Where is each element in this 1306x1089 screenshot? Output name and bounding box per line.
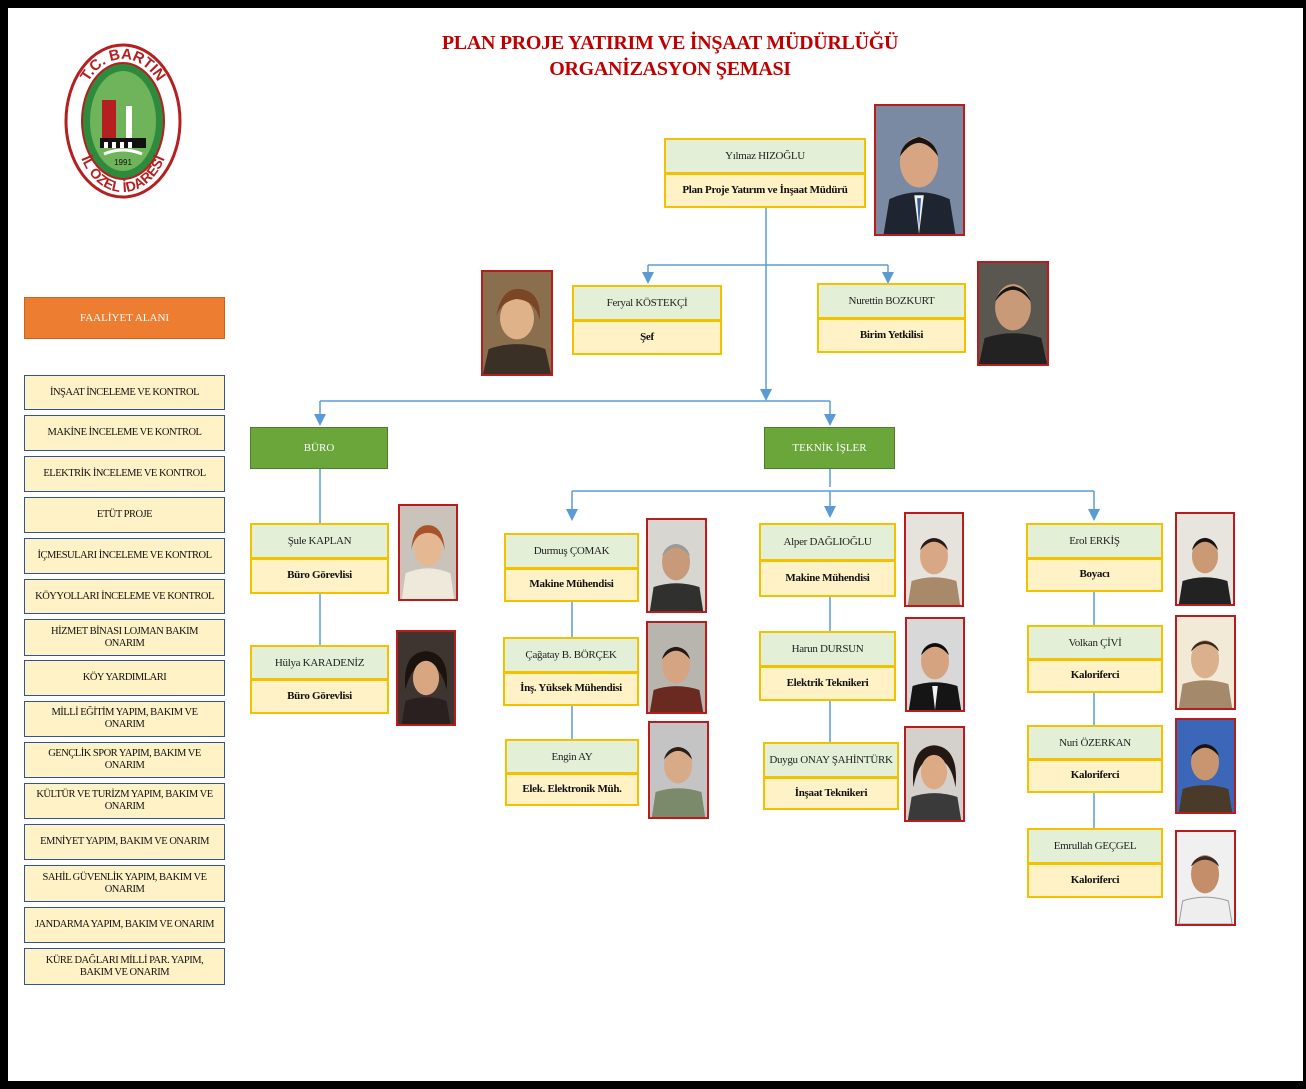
cagatay-box: Çağatay B. BÖRÇEK İnş. Yüksek Mühendisi (503, 637, 639, 706)
logo-year: 1991 (114, 158, 132, 167)
durmus-photo (646, 518, 707, 613)
nuri-photo (1175, 718, 1236, 814)
duygu-photo (904, 726, 965, 822)
faaliyet-item: JANDARMA YAPIM, BAKIM VE ONARIM (24, 907, 225, 943)
harun-name: Harun DURSUN (761, 633, 894, 665)
alper-photo (904, 512, 964, 607)
faaliyet-item: İNŞAAT İNCELEME VE KONTROL (24, 375, 225, 410)
dept-buro: BÜRO (250, 427, 388, 469)
durmus-name: Durmuş ÇOMAK (506, 535, 637, 567)
sule-box: Şule KAPLAN Büro Görevlisi (250, 523, 389, 594)
duygu-role: İnşaat Teknikeri (794, 786, 868, 799)
engin-name: Engin AY (507, 741, 637, 772)
harun-photo (905, 617, 965, 712)
erol-box: Erol ERKİŞ Boyacı (1026, 523, 1163, 592)
nurettin-name: Nurettin BOZKURT (819, 285, 964, 317)
hulya-name: Hülya KARADENİZ (252, 647, 387, 678)
hulya-role: Büro Görevlisi (287, 689, 352, 702)
hulya-box: Hülya KARADENİZ Büro Görevlisi (250, 645, 389, 714)
feryal-role: Şef (640, 330, 654, 343)
director-role: Plan Proje Yatırım ve İnşaat Müdürü (682, 183, 848, 196)
faaliyet-item: MAKİNE İNCELEME VE KONTROL (24, 415, 225, 451)
alper-name: Alper DAĞLIOĞLU (761, 525, 894, 559)
faaliyet-item: KÖYYOLLARI İNCELEME VE KONTROL (24, 579, 225, 614)
feryal-box: Feryal KÖSTEKÇİ Şef (572, 285, 722, 355)
engin-role: Elek. Elektronik Müh. (522, 782, 622, 795)
feryal-name: Feryal KÖSTEKÇİ (574, 287, 720, 319)
emrullah-name: Emrullah GEÇGEL (1029, 830, 1161, 862)
emrullah-photo (1175, 830, 1236, 926)
faaliyet-item: SAHİL GÜVENLİK YAPIM, BAKIM VE ONARIM (24, 865, 225, 902)
director-box: Yılmaz HIZOĞLU Plan Proje Yatırım ve İnş… (664, 138, 866, 208)
nuri-name: Nuri ÖZERKAN (1029, 727, 1161, 758)
nuri-role: Kaloriferci (1070, 769, 1120, 781)
durmus-box: Durmuş ÇOMAK Makine Mühendisi (504, 533, 639, 602)
faaliyet-item: İÇMESULARI İNCELEME VE KONTROL (24, 538, 225, 574)
erol-role: Boyacı (1079, 568, 1110, 580)
sule-name: Şule KAPLAN (252, 525, 387, 557)
faaliyet-header: FAALİYET ALANI (24, 297, 225, 339)
hulya-photo (396, 630, 456, 726)
nurettin-box: Nurettin BOZKURT Birim Yetkilisi (817, 283, 966, 353)
emrullah-role: Kaloriferci (1070, 873, 1120, 886)
title-line-1: PLAN PROJE YATIRIM VE İNŞAAT MÜDÜRLÜĞÜ (441, 32, 899, 54)
cagatay-name: Çağatay B. BÖRÇEK (505, 639, 637, 671)
director-photo (874, 104, 965, 236)
dept-teknik: TEKNİK İŞLER (764, 427, 895, 469)
sule-role: Büro Görevlisi (287, 569, 352, 581)
director-name: Yılmaz HIZOĞLU (666, 140, 864, 172)
faaliyet-item: KÜLTÜR VE TURİZM YAPIM, BAKIM VE ONARIM (24, 783, 225, 819)
emrullah-box: Emrullah GEÇGEL Kaloriferci (1027, 828, 1163, 898)
alper-box: Alper DAĞLIOĞLU Makine Mühendisi (759, 523, 896, 597)
nuri-box: Nuri ÖZERKAN Kaloriferci (1027, 725, 1163, 793)
faaliyet-item: ELEKTRİK İNCELEME VE KONTROL (24, 456, 225, 492)
erol-name: Erol ERKİŞ (1028, 525, 1161, 557)
faaliyet-item: GENÇLİK SPOR YAPIM, BAKIM VE ONARIM (24, 742, 225, 778)
sule-photo (398, 504, 458, 601)
page-title: PLAN PROJE YATIRIM VE İNŞAAT MÜDÜRLÜĞÜ O… (380, 30, 960, 82)
volkan-role: Kaloriferci (1070, 669, 1120, 681)
faaliyet-item: ETÜT PROJE (24, 497, 225, 533)
faaliyet-item: HİZMET BİNASI LOJMAN BAKIM ONARIM (24, 619, 225, 656)
volkan-box: Volkan ÇİVİ Kaloriferci (1027, 625, 1163, 693)
duygu-name: Duygu ONAY ŞAHİNTÜRK (765, 744, 897, 776)
feryal-photo (481, 270, 553, 376)
duygu-box: Duygu ONAY ŞAHİNTÜRK İnşaat Teknikeri (763, 742, 899, 810)
bartin-logo: 1991 T.C. BARTIN İL ÖZEL İDARESİ (64, 43, 182, 199)
cagatay-role: İnş. Yüksek Mühendisi (520, 682, 622, 694)
faaliyet-item: MİLLİ EĞİTİM YAPIM, BAKIM VE ONARIM (24, 701, 225, 737)
alper-role: Makine Mühendisi (785, 571, 870, 584)
faaliyet-item: KÖY YARDIMLARI (24, 660, 225, 696)
engin-box: Engin AY Elek. Elektronik Müh. (505, 739, 639, 806)
volkan-name: Volkan ÇİVİ (1029, 627, 1161, 658)
nurettin-role: Birim Yetkilisi (859, 328, 924, 341)
faaliyet-item: KÜRE DAĞLARI MİLLİ PAR. YAPIM, BAKIM VE … (24, 948, 225, 985)
harun-box: Harun DURSUN Elektrik Teknikeri (759, 631, 896, 701)
faaliyet-item: EMNİYET YAPIM, BAKIM VE ONARIM (24, 824, 225, 860)
harun-role: Elektrik Teknikeri (786, 676, 869, 689)
title-line-2: ORGANİZASYON ŞEMASI (549, 58, 791, 80)
durmus-role: Makine Mühendisi (529, 578, 614, 590)
cagatay-photo (646, 621, 707, 714)
erol-photo (1175, 512, 1235, 606)
volkan-photo (1175, 615, 1236, 710)
engin-photo (648, 721, 709, 819)
nurettin-photo (977, 261, 1049, 366)
